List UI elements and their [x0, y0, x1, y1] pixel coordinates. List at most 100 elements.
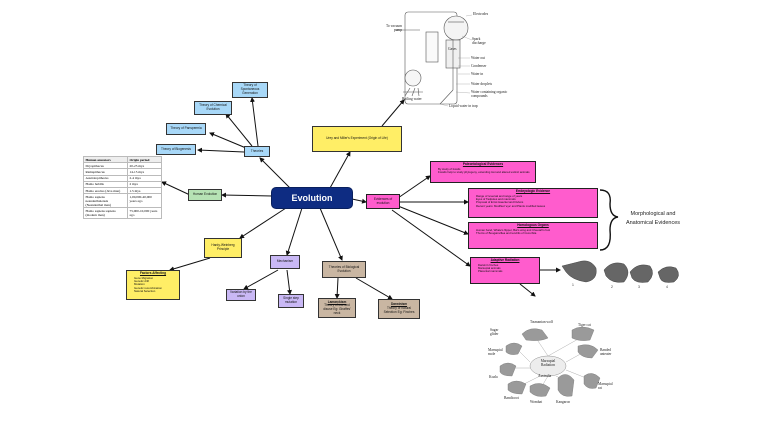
list-item: Natural Selection	[134, 289, 178, 293]
marsupial-center-label: Marsupial Radiation	[536, 359, 560, 367]
list-item: By study of fossils	[438, 167, 534, 171]
adaptive-title: Adaptive Radiation	[490, 258, 520, 262]
apparatus-label: Water in	[471, 72, 484, 76]
link-mechanism-variation	[243, 269, 279, 290]
finch-number: 1	[572, 283, 574, 287]
link-miller-apparatus	[381, 99, 405, 127]
list-item: Human hand, Whale's flipper, Bat's wing …	[476, 228, 596, 232]
node-hardy-weinberg[interactable]: Hardy-Weinberg Principle	[204, 238, 242, 258]
node-theory-panspermia[interactable]: Theory of Panspermia	[166, 123, 206, 135]
marsupial-label: Tasmanian wolf	[530, 320, 554, 324]
node-homologous-organs[interactable]: Homologous Organs Human hand, Whale's fl…	[468, 222, 598, 249]
table-row: Homo sapiens neanderthalensis (Neanderth…	[83, 193, 162, 209]
apparatus-label: Electrodes	[473, 12, 489, 16]
link-mechanism-single	[286, 269, 292, 295]
node-theory-spontaneous-generation[interactable]: Theory of Spontaneous Generation	[232, 82, 268, 98]
marsupial-label: Bandicoot	[504, 396, 519, 400]
list-item: Thorns of Bougainvillea and tendrils of …	[476, 231, 596, 235]
node-human-evolution[interactable]: Human Evolution	[188, 189, 222, 201]
table-cell: 1,00,000-40,000 years ago	[127, 193, 162, 209]
marsupial-radiation	[499, 326, 601, 397]
list-item: Placental mammals	[478, 269, 538, 273]
node-urey-miller-experiment[interactable]: Urey and Miller's Experiment (Origin of …	[312, 126, 402, 152]
marsupial-center-line: Marsupial	[540, 359, 556, 363]
table-cell: 1.5 mya	[127, 186, 162, 195]
link-theoriesbio-darwin	[355, 277, 393, 300]
finch-number: 4	[666, 285, 668, 289]
table-row: Homo erectus (Java man)1.5 mya	[83, 186, 162, 195]
list-item: Mutation	[134, 282, 178, 286]
factors-list: Gene Migration Genetic drift Mutation Ge…	[134, 276, 178, 294]
list-item: Genetic recombination	[134, 286, 178, 290]
table-cell: Homo sapiens neanderthalensis (Neanderth…	[83, 193, 128, 209]
node-theory-chemical-evolution[interactable]: Theory of Chemical Evolution	[194, 101, 232, 115]
link-evidences-paleo	[397, 175, 431, 199]
central-node-evolution[interactable]: Evolution	[272, 188, 352, 208]
link-theories-panspermia	[209, 132, 247, 149]
node-factors-affecting[interactable]: Factors Affecting Gene Migration Genetic…	[126, 270, 180, 300]
marsupial-label: Marsupial mole	[488, 348, 503, 356]
node-theories[interactable]: Theories	[244, 146, 270, 157]
marsupial-label: Kangaroo	[556, 400, 571, 404]
finch-number: 3	[638, 285, 640, 289]
marsupial-label: Sugar glider	[490, 328, 499, 336]
node-single-step-mutation[interactable]: Single step mutation	[278, 294, 304, 308]
node-paleontological-evidences[interactable]: Paleontological Evidences By study of fo…	[430, 161, 536, 183]
link-central-mechanism	[285, 207, 303, 256]
node-theories-biological-evolution[interactable]: Theories of Biological Evolution	[322, 261, 366, 278]
apparatus-label: To vacuum pump	[385, 24, 402, 32]
link-human-table	[161, 181, 191, 196]
link-central-evidences	[351, 198, 367, 204]
darwinism-text: Theory of natural Selection Eg: Finches	[383, 306, 415, 314]
link-hardy-factors	[169, 257, 211, 272]
list-item: Proposal of Ernst Haeckel and Dubois	[476, 200, 596, 204]
link-evidences-adaptive	[391, 209, 471, 267]
marsupial-center-line: Radiation	[541, 363, 555, 367]
human-ancestors-table: Human ancestors Origin period Dryopithec…	[83, 155, 162, 219]
apparatus-label: Liquid water in trap	[449, 104, 478, 108]
marsupial-label: Banded anteater	[600, 348, 612, 356]
table-cell: 75,000-10,000 years ago	[127, 207, 162, 219]
apparatus-label: Water containing organic compounds	[471, 90, 508, 98]
node-evidences-of-evolution[interactable]: Evidences of evolution	[366, 194, 400, 209]
adaptive-list: Darwin's finches Marsupial animals Place…	[478, 263, 538, 274]
node-lamarckism[interactable]: Lamarckism Theory of use and disuse Eg: …	[318, 298, 356, 318]
list-item: Gene Migration	[134, 276, 178, 280]
list-item: Marsupial animals	[478, 266, 538, 270]
node-embryologic-evidence[interactable]: Embryologic Evidence Range of reversal a…	[468, 188, 598, 218]
list-item: Fossils help to study phylogeny, extendi…	[438, 170, 534, 174]
link-central-theoriesbio	[319, 207, 343, 261]
marsupial-label: Wombat	[530, 400, 543, 404]
miller-apparatus	[396, 11, 469, 105]
marsupial-label: Marsupial rat	[598, 382, 613, 390]
link-evidences-homologous	[397, 205, 469, 235]
curly-brace	[599, 189, 619, 251]
darwin-finches	[561, 260, 679, 283]
link-central-hardy	[239, 207, 287, 239]
link-central-miller	[329, 151, 351, 189]
side-label-line: Anatomical Evidences	[625, 220, 681, 226]
node-darwinism[interactable]: Darwinism Theory of natural Selection Eg…	[378, 299, 420, 319]
table-row: Homo sapiens sapiens (modern man)75,000-…	[83, 207, 162, 219]
apparatus-label: Gases	[448, 47, 457, 51]
node-adaptive-radiation[interactable]: Adaptive Radiation Darwin's finches Mars…	[470, 257, 540, 284]
link-theories-spontaneous	[250, 97, 259, 147]
paleo-title: Paleontological Evidences	[462, 162, 504, 166]
list-item: Range of reversal and range of years	[476, 194, 596, 198]
node-variation-by-union[interactable]: Variation by the union	[226, 289, 256, 301]
side-label-line: Morphological and	[630, 211, 676, 217]
apparatus-leaders	[439, 14, 473, 107]
link-theoriesbio-lamarck	[334, 277, 340, 299]
apparatus-label: Spark discharge	[472, 37, 486, 45]
marsupial-label: Tiger cat	[578, 323, 591, 327]
link-theories-biogenesis	[197, 147, 245, 153]
link-central-human	[221, 192, 273, 198]
node-mechanism[interactable]: Mechanism	[270, 255, 300, 269]
apparatus-label: Water out	[471, 56, 485, 60]
list-item: Genetic drift	[134, 279, 178, 283]
morphological-anatomical-label: Morphological and Anatomical Evidences	[620, 211, 686, 226]
node-theory-biogenesis[interactable]: Theory of Biogenesis	[156, 144, 196, 155]
homologous-list: Human hand, Whale's flipper, Bat's wing …	[476, 228, 596, 236]
